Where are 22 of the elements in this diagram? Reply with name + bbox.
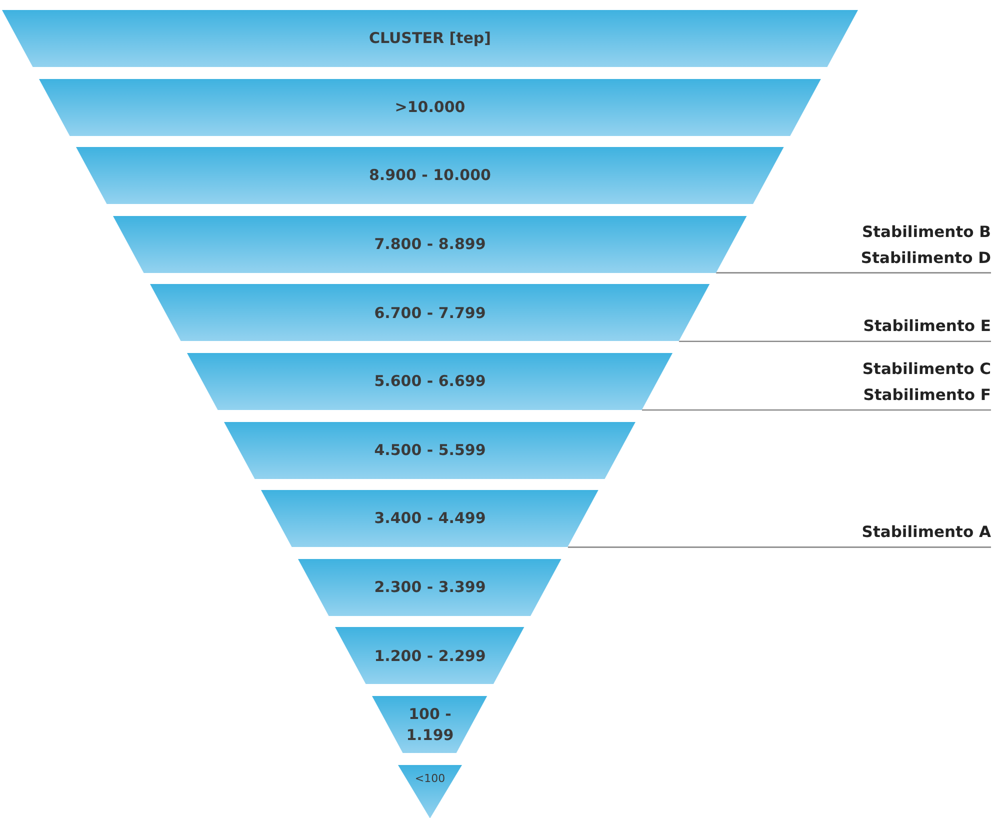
leader-line <box>568 546 991 548</box>
plant-label: Stabilimento D <box>860 248 991 269</box>
range-label: <100 <box>414 771 446 788</box>
plant-label: Stabilimento A <box>862 522 991 544</box>
range-label: 5.600 - 6.699 <box>374 371 486 392</box>
plant-label: Stabilimento B <box>860 222 991 243</box>
leader-line <box>642 409 991 411</box>
range-label: 6.700 - 7.799 <box>374 302 486 324</box>
range-label: CLUSTER [tep] <box>368 28 492 50</box>
range-label: 3.400 - 4.499 <box>374 508 486 530</box>
range-label: 2.300 - 3.399 <box>374 577 486 598</box>
leader-line <box>716 272 991 274</box>
plant-label: Stabilimento F <box>862 385 991 406</box>
plant-label: Stabilimento E <box>863 316 991 338</box>
range-label: >10.000 <box>394 96 466 118</box>
leader-line <box>679 340 991 342</box>
range-label: 7.800 - 8.899 <box>374 234 486 256</box>
range-label: 100 - 1.199 <box>405 704 455 746</box>
plant-label: Stabilimento C <box>862 359 991 380</box>
range-label: 8.900 - 10.000 <box>368 165 491 186</box>
range-label: 1.200 - 2.299 <box>374 646 486 667</box>
range-label: 4.500 - 5.599 <box>374 440 486 461</box>
